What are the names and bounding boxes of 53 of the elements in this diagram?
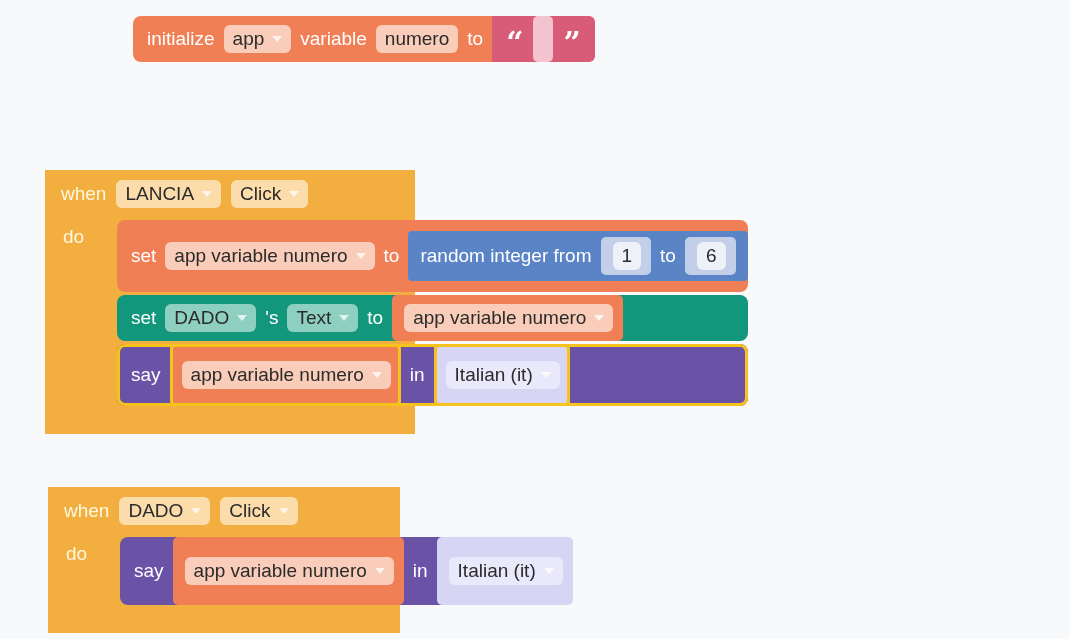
block-label: in (412, 560, 428, 582)
dropdown-field: app variable numero (404, 304, 614, 332)
block-label: say (131, 364, 161, 386)
block-label: set (131, 307, 157, 329)
block-label: do (66, 543, 88, 564)
dropdown-field: Click (220, 497, 298, 525)
number-block (684, 237, 736, 275)
block-label: random integer from (420, 245, 592, 267)
language-block (433, 344, 570, 406)
variable-getter-block (172, 537, 404, 605)
dropdown-field: Text (287, 304, 359, 332)
dropdown-field: app variable numero (181, 361, 391, 389)
block-label: to (367, 307, 384, 329)
dropdown-field: DADO (165, 304, 257, 332)
block-label: variable (300, 28, 367, 50)
variable-init-block (133, 16, 595, 62)
empty-slot (533, 16, 554, 62)
block-label: do (63, 226, 85, 247)
block-label: say (134, 560, 164, 582)
text-field: 1 (612, 242, 642, 270)
block-label: set (131, 245, 157, 267)
block-label: initialize (147, 28, 215, 50)
block-label: when (61, 183, 107, 205)
dropdown-field: Click (231, 180, 309, 208)
say-block (117, 344, 748, 406)
text-field: 6 (696, 242, 726, 270)
number-block (600, 237, 652, 275)
language-block (436, 537, 573, 605)
say-block (120, 537, 573, 605)
dropdown-field: DADO (119, 497, 211, 525)
dropdown-field: app (223, 25, 292, 53)
dropdown-field: Italian (it) (448, 557, 563, 585)
block-label: to (467, 28, 484, 50)
variable-getter-block (392, 295, 624, 341)
set-variable-block (117, 220, 748, 292)
dropdown-field: LANCIA (116, 180, 222, 208)
quote-mark: “ (506, 24, 524, 58)
event-handler-block (48, 487, 573, 633)
set-property-block (117, 295, 748, 341)
quote-mark: ” (563, 24, 581, 58)
block-label: to (660, 245, 676, 267)
block-label: in (409, 364, 425, 386)
variable-getter-block (169, 344, 401, 406)
dropdown-field: app variable numero (165, 242, 375, 270)
block-label: to (383, 245, 400, 267)
text-string-block (492, 16, 595, 62)
event-handler-block (45, 170, 748, 434)
block-label: 's (265, 307, 279, 329)
dropdown-field: app variable numero (184, 557, 394, 585)
dropdown-field: Italian (it) (445, 361, 560, 389)
text-field: numero (375, 25, 459, 53)
random-integer-block (408, 231, 748, 281)
block-label: when (64, 500, 110, 522)
